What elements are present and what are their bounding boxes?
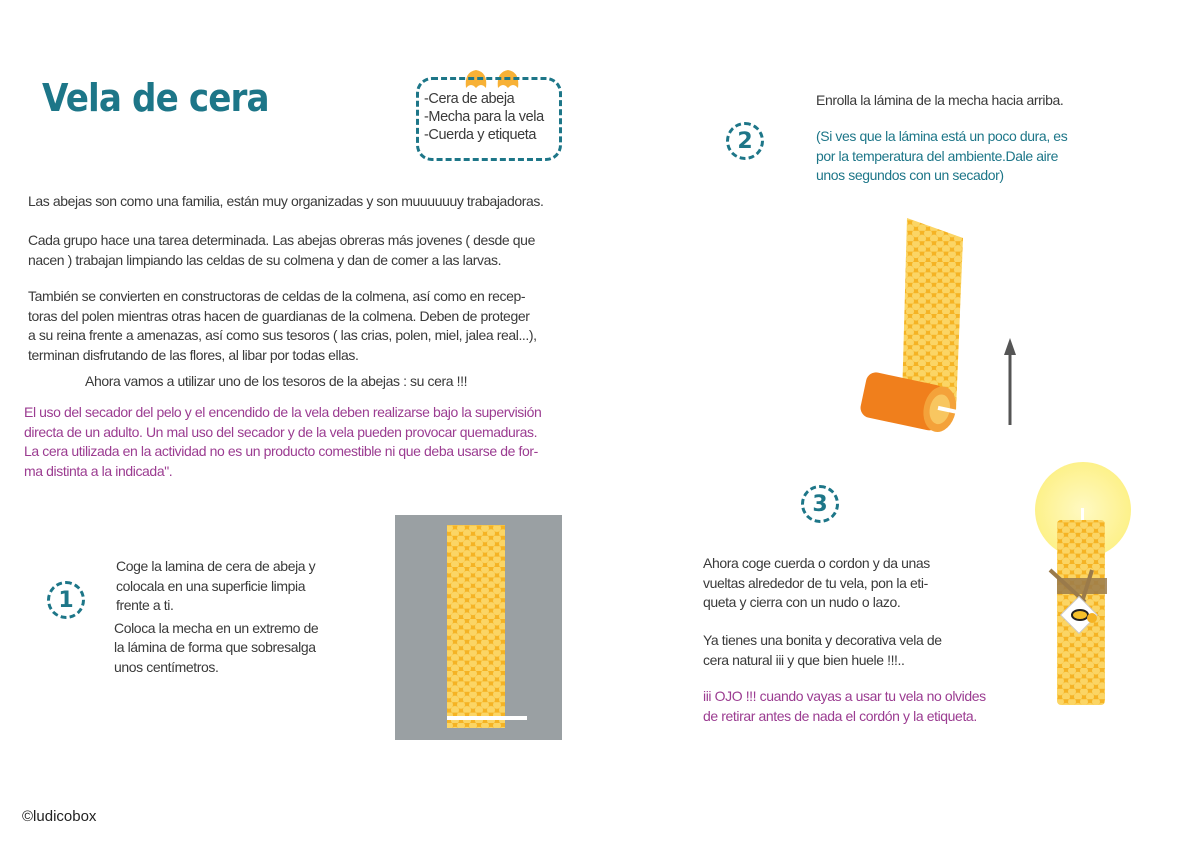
text-line: Coloca la mecha en un extremo de (114, 619, 319, 636)
text-line: Coge la lamina de cera de abeja y (116, 558, 316, 574)
wick (1081, 508, 1084, 522)
step-2-badge: 2 (726, 122, 764, 160)
wax-sheet (902, 218, 963, 410)
text-line: toras del polen mientras otras hacen de … (28, 307, 530, 324)
step-2-note: (Si ves que la lámina está un poco dura,… (816, 127, 1068, 186)
intro-paragraph-3: También se convierten en constructoras d… (28, 287, 537, 365)
text-line: (Si ves que la lámina está un poco dura,… (816, 128, 1068, 144)
safety-warning: El uso del secador del pelo y el encendi… (24, 403, 542, 481)
text-line: Ya tienes una bonita y decorativa vela d… (703, 632, 942, 648)
text-line: nacen ) trabajan limpiando las celdas de… (28, 251, 502, 268)
wick (937, 405, 960, 415)
text-line: unos centímetros. (114, 658, 219, 675)
rolling-wax-illustration (860, 218, 1016, 433)
intro-paragraph-4: Ahora vamos a utilizar uno de los tesoro… (85, 373, 468, 389)
step-3-note: iii OJO !!! cuando vayas a usar tu vela … (703, 687, 986, 726)
text-line: colocala en una superficie limpia (116, 577, 306, 594)
text-line: También se convierten en constructoras d… (28, 288, 526, 304)
text-line: ma distinta a la indicada". (24, 462, 173, 479)
text-line: por la temperatura del ambiente.Dale air… (816, 147, 1058, 164)
wax-sheet-illustration (395, 515, 562, 740)
text-line: queta y cierra con un nudo o lazo. (703, 594, 901, 610)
text-line: vueltas alrededor de tu vela, pon la eti… (703, 574, 928, 591)
material-item: -Cera de abeja (424, 91, 515, 107)
step-1-badge: 1 (47, 581, 85, 619)
text-line: directa de un adulto. Un mal uso del sec… (24, 423, 538, 440)
text-line: Ahora coge cuerda o cordon y da unas (703, 555, 930, 571)
wax-sheet (447, 525, 505, 728)
intro-paragraph-2: Cada grupo hace una tarea determinada. L… (28, 231, 535, 270)
materials-list: -Cera de abeja -Mecha para la vela -Cuer… (424, 90, 544, 144)
text-line: Cada grupo hace una tarea determinada. L… (28, 232, 535, 248)
step-3-result: Ya tienes una bonita y decorativa vela d… (703, 631, 942, 670)
text-line: La cera utilizada en la actividad no es … (24, 443, 538, 459)
text-line: El uso del secador del pelo y el encendi… (24, 404, 542, 420)
wick (447, 716, 527, 720)
page-title: Vela de cera (42, 76, 270, 120)
material-item: -Mecha para la vela (424, 109, 544, 125)
text-line: la lámina de forma que sobresalga (114, 639, 316, 655)
text-line: iii OJO !!! cuando vayas a usar tu vela … (703, 688, 986, 704)
text-line: a su reina frente a amenazas, así como s… (28, 327, 537, 343)
step-2-text: Enrolla la lámina de la mecha hacia arri… (816, 92, 1064, 108)
text-line: de retirar antes de nada el cordón y la … (703, 707, 977, 724)
text-line: unos segundos con un secador) (816, 167, 1004, 183)
cord (1057, 578, 1107, 594)
text-line: cera natural iii y que bien huele !!!.. (703, 651, 905, 668)
bee-icon (1071, 609, 1089, 621)
copyright: ©ludicobox (22, 808, 97, 825)
materials-box (416, 77, 562, 161)
step-1-text: Coge la lamina de cera de abeja y coloca… (114, 557, 319, 677)
finished-candle-illustration (1035, 462, 1131, 705)
intro-paragraph-1: Las abejas son como una familia, están m… (28, 193, 544, 209)
text-line: terminan disfrutando de las flores, al l… (28, 346, 359, 363)
material-item: -Cuerda y etiqueta (424, 127, 537, 143)
step-3-text: Ahora coge cuerda o cordon y da unas vue… (703, 554, 930, 613)
text-line: frente a ti. (116, 597, 174, 613)
step-3-badge: 3 (801, 485, 839, 523)
